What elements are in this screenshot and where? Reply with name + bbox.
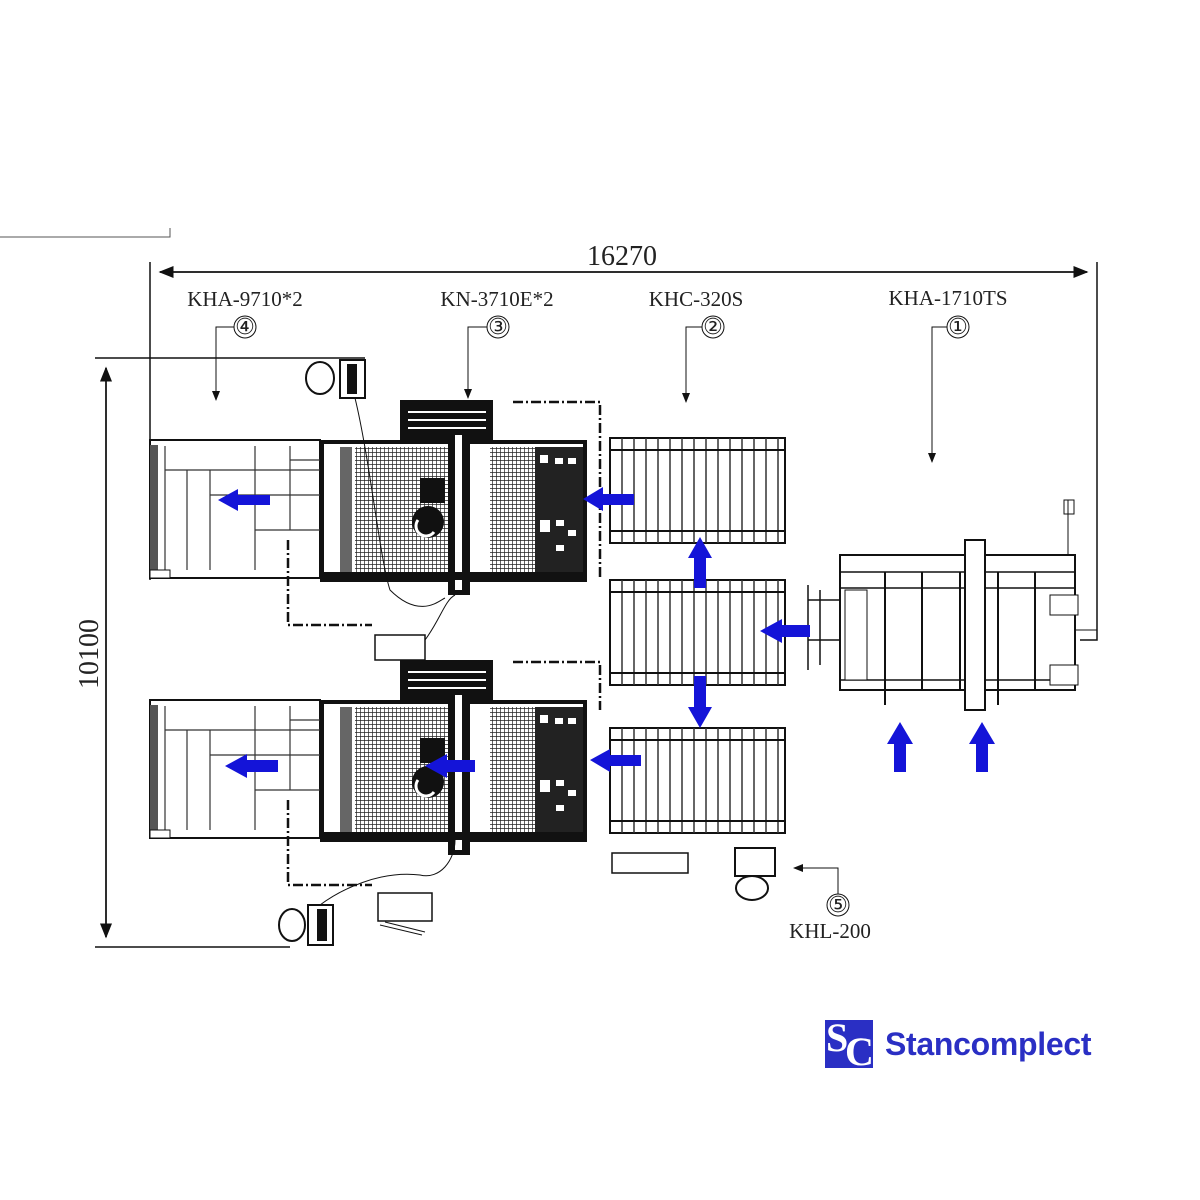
- control-console-upper: [305, 359, 366, 399]
- flow-arrow-left: [590, 749, 641, 772]
- flow-arrow-up: [969, 722, 995, 772]
- station-4-number: ④: [235, 315, 255, 340]
- width-value: 16270: [587, 241, 657, 272]
- station-1-model: KHA-1710TS: [889, 286, 1008, 310]
- station-label-2: KHC-320S ②: [649, 287, 744, 403]
- flow-arrow-left: [425, 754, 475, 778]
- logo-text: Stancomplect: [885, 1025, 1092, 1062]
- flow-arrow-left: [218, 489, 270, 511]
- conveyor-lower: [609, 727, 786, 834]
- station-label-1: KHA-1710TS ①: [889, 286, 1008, 463]
- flow-arrow-up: [688, 537, 712, 588]
- station-2-model: KHC-320S: [649, 287, 744, 311]
- station-label-3: KN-3710E*2 ③: [440, 287, 554, 399]
- conveyor-upper: [609, 437, 786, 544]
- station-2-number: ②: [703, 315, 723, 340]
- conveyor-middle: [609, 579, 786, 686]
- safety-fence: [286, 400, 602, 887]
- station-label-5: ⑤ KHL-200: [789, 864, 871, 943]
- control-console-lower: [278, 904, 334, 946]
- flow-arrow-left: [760, 619, 810, 643]
- station-3-model: KN-3710E*2: [440, 287, 553, 311]
- flow-arrows: [218, 487, 995, 778]
- station-label-4: KHA-9710*2 ④: [187, 287, 303, 401]
- flow-arrow-left: [225, 754, 278, 778]
- flow-arrow-down: [688, 676, 712, 728]
- cables: [319, 397, 456, 906]
- station-3-number: ③: [488, 315, 508, 340]
- feeding-machine: [807, 499, 1097, 711]
- flow-arrow-up: [887, 722, 913, 772]
- cutting-machine-lower: [320, 658, 587, 857]
- flow-arrow-left: [583, 487, 634, 511]
- station-5-model: KHL-200: [789, 919, 871, 943]
- height-value: 10100: [74, 619, 105, 689]
- station-1-number: ①: [948, 315, 968, 340]
- width-dimension: 16270: [149, 241, 1098, 641]
- pedal: [379, 921, 426, 936]
- electrical-box: [374, 634, 426, 661]
- control-console-khl: [734, 847, 776, 901]
- label-printer: [611, 852, 689, 874]
- station-5-number: ⑤: [828, 893, 848, 918]
- height-dimension: 10100: [74, 357, 365, 948]
- border-fragment: [0, 228, 171, 238]
- station-4-model: KHA-9710*2: [187, 287, 303, 311]
- electrical-box: [377, 892, 433, 922]
